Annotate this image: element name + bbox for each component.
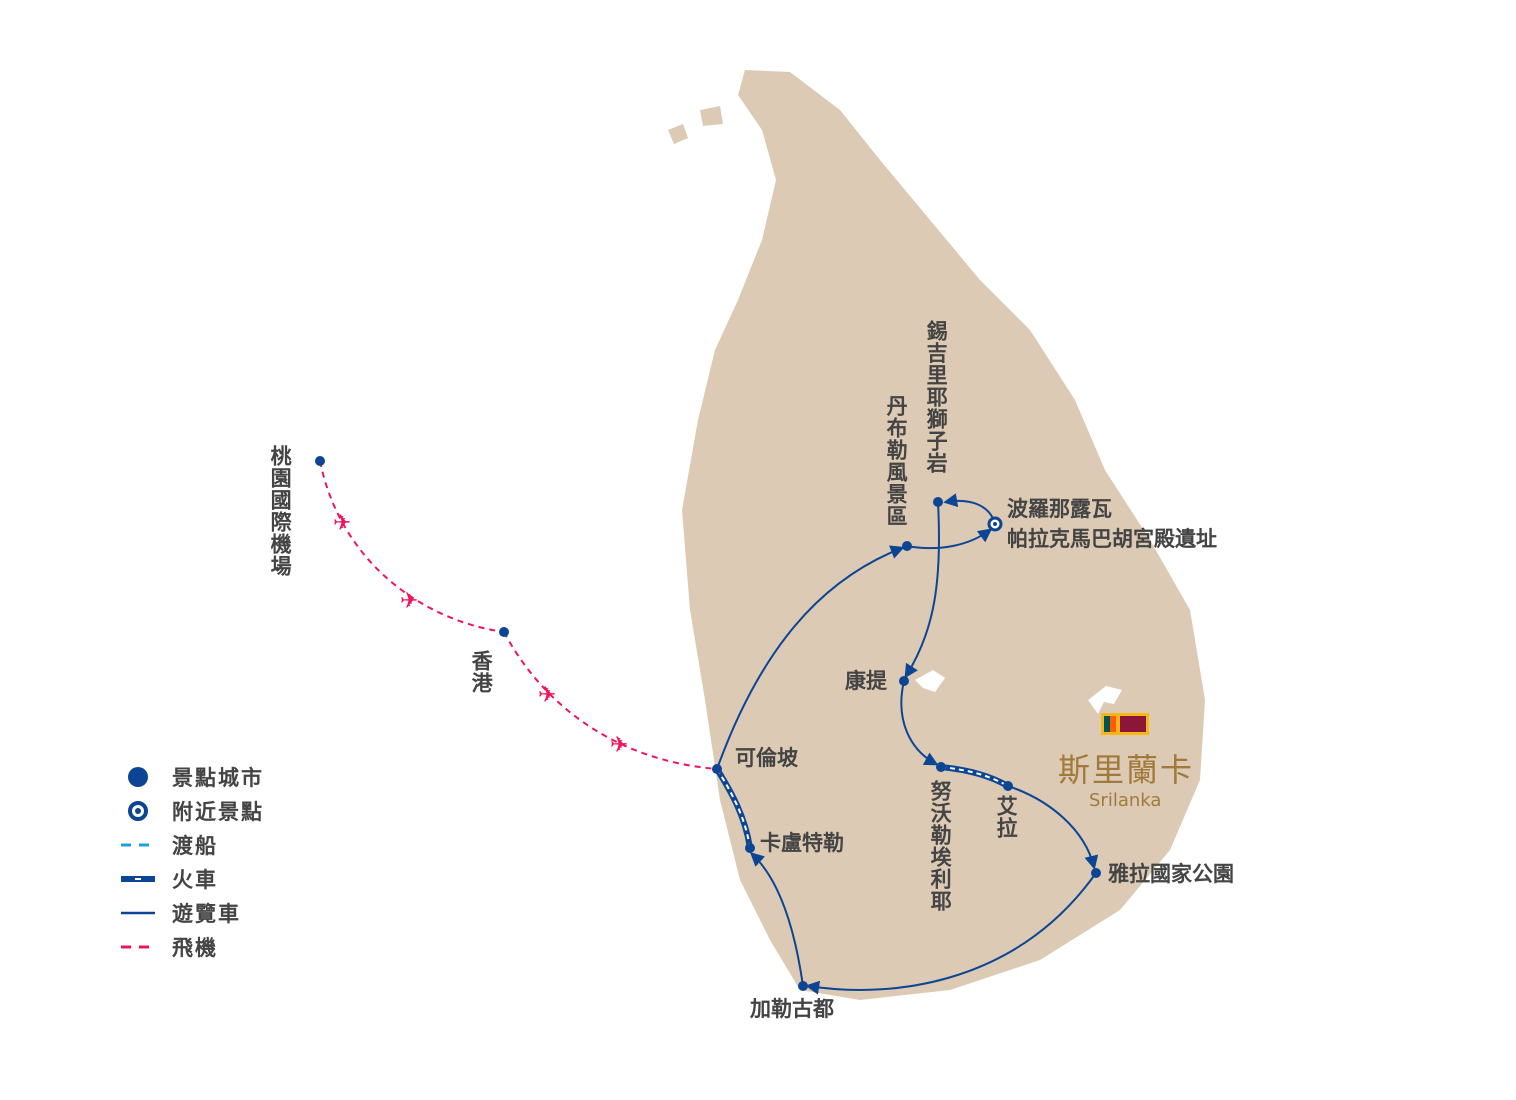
label-yala: 雅拉國家公園 xyxy=(1108,862,1234,886)
city-dot-sigiriya xyxy=(933,497,943,507)
legend-item-bus: 遊覽車 xyxy=(120,896,264,930)
city-dot-yala xyxy=(1091,868,1101,878)
legend-item-city: 景點城市 xyxy=(120,760,264,794)
legend-item-ferry: 渡船 xyxy=(120,828,264,862)
flight-hongkong-colombo xyxy=(503,631,718,770)
city-dot-taoyuan xyxy=(315,456,325,466)
jaffna-islet xyxy=(668,106,723,144)
city-dot-galle xyxy=(798,981,808,991)
label-galle: 加勒古都 xyxy=(750,997,834,1021)
city-dot-colombo xyxy=(712,764,722,774)
label-dambulla: 丹布勒風景區 xyxy=(884,395,909,527)
label-taoyuan: 桃園國際機場 xyxy=(268,445,293,577)
route-kandy-nuwara xyxy=(900,680,939,766)
label-ella: 艾拉 xyxy=(994,795,1019,839)
route-sigiriya-kandy xyxy=(904,501,941,679)
country-name-en: Srilanka xyxy=(1089,790,1162,811)
label-polonnaruwa-palace: 帕拉克馬巴胡宮殿遺址 xyxy=(1007,527,1217,551)
label-kandy: 康提 xyxy=(845,669,887,693)
label-kalutara: 卡盧特勒 xyxy=(760,831,844,855)
label-sigiriya: 錫吉里耶獅子岩 xyxy=(924,320,949,474)
country-name: 斯里蘭卡 xyxy=(1058,751,1195,789)
city-dot-kandy xyxy=(899,676,909,686)
city-dot-nuwara xyxy=(936,762,946,772)
bus-line-icon xyxy=(120,903,156,923)
route-colombo-dambulla xyxy=(716,545,905,770)
label-colombo: 可倫坡 xyxy=(735,746,798,770)
plane-icon: ✈ xyxy=(333,511,351,536)
route-ella-yala xyxy=(1007,785,1099,870)
sri-lanka-flag-icon xyxy=(1101,713,1149,735)
plane-icon: ✈ xyxy=(610,733,628,758)
city-dot-dambulla xyxy=(902,541,912,551)
label-polonnaruwa: 波羅那露瓦 xyxy=(1007,497,1112,521)
city-dot-hongkong xyxy=(499,627,509,637)
train-line-icon xyxy=(120,869,156,889)
legend-item-train: 火車 xyxy=(120,862,264,896)
dot-icon xyxy=(120,767,156,787)
sri-lanka-island xyxy=(682,70,1205,1000)
label-hongkong: 香港 xyxy=(469,650,494,694)
legend-item-flight: 飛機 xyxy=(120,930,264,964)
ferry-line-icon xyxy=(120,835,156,855)
lake xyxy=(915,670,1122,714)
route-galle-kalutara xyxy=(749,852,804,987)
route-yala-galle xyxy=(805,872,1097,995)
city-dot-ella xyxy=(1003,781,1013,791)
city-dot-kalutara xyxy=(745,843,755,853)
flight-taoyuan-hongkong xyxy=(319,460,505,633)
legend-item-nearby: 附近景點 xyxy=(120,794,264,828)
legend: 景點城市 附近景點 渡船 火車 遊覽車 飛機 xyxy=(120,760,264,964)
ring-icon xyxy=(120,801,156,821)
flight-line-icon xyxy=(120,937,156,957)
plane-icon: ✈ xyxy=(400,589,418,614)
route-dambulla-polonnaruwa xyxy=(906,528,993,550)
plane-icon: ✈ xyxy=(538,683,556,708)
label-nuwara: 努沃勒埃利耶 xyxy=(928,780,953,912)
